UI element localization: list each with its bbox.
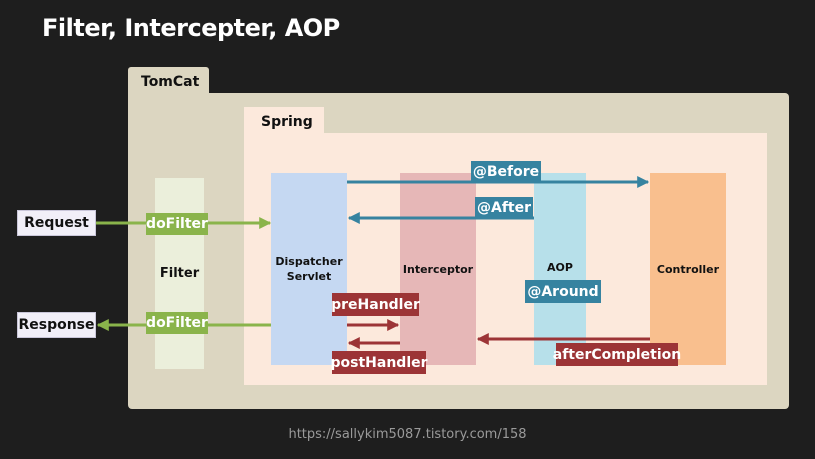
around-label: @Around [525,280,601,303]
controller-column: Controller [650,173,726,365]
posthandler-label: postHandler [331,351,428,374]
request-box: Request [17,210,96,236]
response-box: Response [17,312,96,338]
source-url: https://sallykim5087.tistory.com/158 [288,427,527,442]
interceptor-label: Interceptor [402,262,474,276]
before-label: @Before [471,161,541,183]
dofilter-in-label: doFilter [146,213,208,235]
dofilter-out-label: doFilter [146,312,208,334]
filter-label: Filter [159,266,200,281]
controller-label: Controller [656,262,720,276]
aop-label: AOP [547,260,573,274]
interceptor-column: Interceptor [400,173,476,365]
page-title: Filter, Intercepter, AOP [42,14,340,42]
filter-column: Filter [155,178,204,369]
aftercompletion-label: afterCompletion [553,343,681,366]
prehandler-label: preHandler [331,293,420,316]
dispatcher-servlet-column: Dispatcher Servlet [271,173,347,365]
dispatcher-servlet-label: Dispatcher Servlet [275,255,343,283]
after-label: @After [475,197,533,219]
aop-column: AOP [534,173,586,365]
spring-container-label: Spring [244,107,324,134]
tomcat-container-label: TomCat [128,67,209,94]
